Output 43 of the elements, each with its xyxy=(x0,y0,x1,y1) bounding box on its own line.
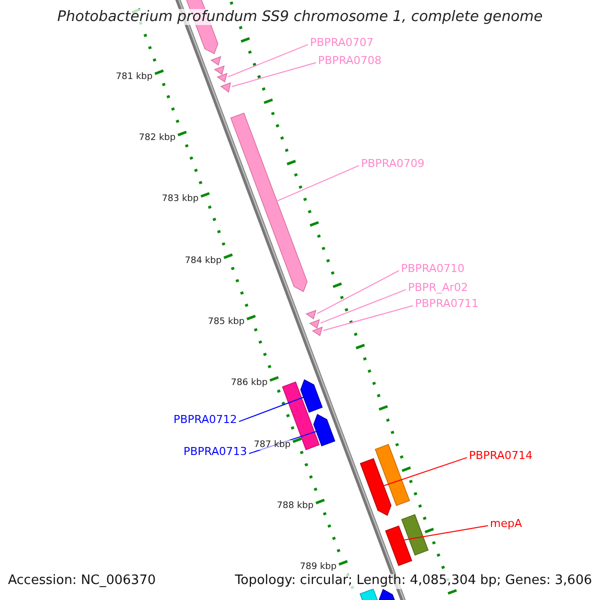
gene-bar xyxy=(230,112,308,292)
gene-bar xyxy=(300,379,323,413)
scale-label: 789 kbp xyxy=(300,562,337,573)
gene-label: PBPRA0709 xyxy=(361,158,425,171)
leader-line xyxy=(322,305,414,332)
gene-bar xyxy=(313,414,336,446)
leader-line xyxy=(231,62,316,88)
gene-label: PBPRA0707 xyxy=(310,37,374,50)
footer-text: Accession: NC_006370 xyxy=(8,574,156,589)
gene-label: PBPRA0712 xyxy=(173,414,237,427)
scale-label: 784 kbp xyxy=(184,256,222,266)
leader-line xyxy=(248,430,317,454)
gene-label: PBPR_Ar02 xyxy=(408,282,468,295)
leader-line xyxy=(276,165,360,202)
gene-bar xyxy=(401,514,429,556)
footer-text: Topology: circular; Length: 4,085,304 bp; Genes: 3,606 xyxy=(234,574,592,589)
leader-line xyxy=(316,270,400,314)
scale-label: 782 kbp xyxy=(138,133,176,144)
leader-line xyxy=(383,457,468,486)
gene-label: PBPRA0713 xyxy=(183,446,247,459)
gene-label: mepA xyxy=(490,518,522,531)
title: Photobacterium profundum SS9 chromosome 1, complete genome xyxy=(55,9,545,25)
gene-label: PBPRA0714 xyxy=(469,450,533,463)
scale-label: 783 kbp xyxy=(162,194,199,205)
gene-bar xyxy=(360,458,392,516)
gene-bar xyxy=(385,525,412,566)
gene-bar xyxy=(312,326,322,336)
gene-bar xyxy=(217,73,228,82)
leader-line xyxy=(320,289,406,324)
scale-label: 781 kbp xyxy=(116,72,153,82)
gene-label: PBPRA0708 xyxy=(318,55,382,68)
gene-bar xyxy=(306,310,316,320)
scale-label: 785 kbp xyxy=(208,316,245,328)
gene-label: PBPRA0710 xyxy=(401,263,465,276)
gene-bar xyxy=(220,82,231,93)
leader-line xyxy=(238,396,304,422)
scale-label: 788 kbp xyxy=(276,500,314,512)
leader-line xyxy=(404,525,488,541)
scale-label: 786 kbp xyxy=(230,378,268,389)
gene-label: PBPRA0711 xyxy=(415,298,479,311)
leader-line xyxy=(228,44,308,78)
scale-label: 787 kbp xyxy=(254,440,291,450)
gene-bar xyxy=(310,319,320,329)
